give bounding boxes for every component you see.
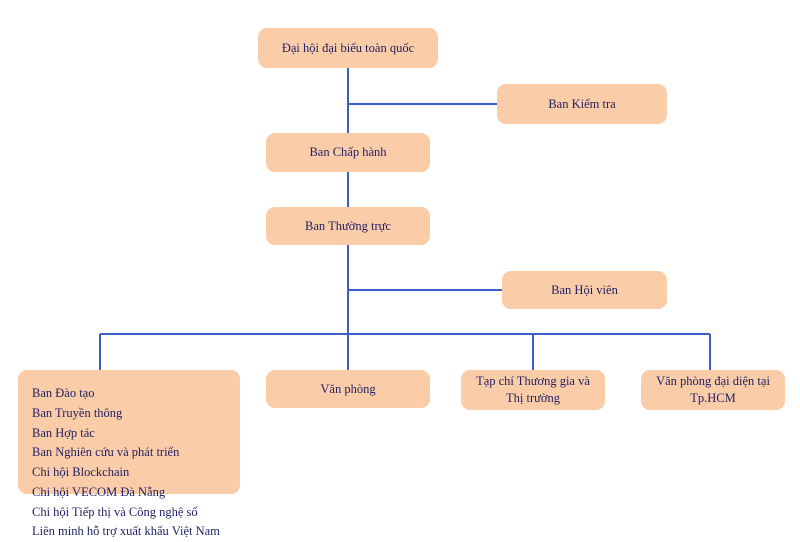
node-departments-label: Ban Đào tạo Ban Truyền thông Ban Hợp tác… <box>32 386 220 539</box>
node-congress[interactable]: Đại hội đại biểu toàn quốc <box>258 28 438 68</box>
node-hcm-office[interactable]: Văn phòng đại diện tại Tp.HCM <box>641 370 785 410</box>
node-executive-label: Ban Chấp hành <box>309 145 387 160</box>
node-inspection[interactable]: Ban Kiểm tra <box>497 84 667 124</box>
node-hcm-office-label: Văn phòng đại diện tại Tp.HCM <box>656 374 770 405</box>
node-office-label: Văn phòng <box>320 381 376 396</box>
node-inspection-label: Ban Kiểm tra <box>548 96 616 111</box>
node-magazine-label: Tạp chí Thương gia và Thị trường <box>476 374 590 405</box>
node-magazine[interactable]: Tạp chí Thương gia và Thị trường <box>461 370 605 410</box>
node-standing-label: Ban Thường trực <box>305 218 391 233</box>
node-office[interactable]: Văn phòng <box>266 370 430 408</box>
node-standing[interactable]: Ban Thường trực <box>266 207 430 245</box>
node-members-label: Ban Hội viên <box>551 282 618 297</box>
node-departments[interactable]: Ban Đào tạo Ban Truyền thông Ban Hợp tác… <box>18 370 240 538</box>
node-members[interactable]: Ban Hội viên <box>502 271 667 309</box>
org-chart: Đại hội đại biểu toàn quốc Ban Kiểm tra … <box>18 28 785 538</box>
node-congress-label: Đại hội đại biểu toàn quốc <box>281 40 415 55</box>
connector-lines <box>99 68 711 370</box>
node-executive[interactable]: Ban Chấp hành <box>266 133 430 172</box>
